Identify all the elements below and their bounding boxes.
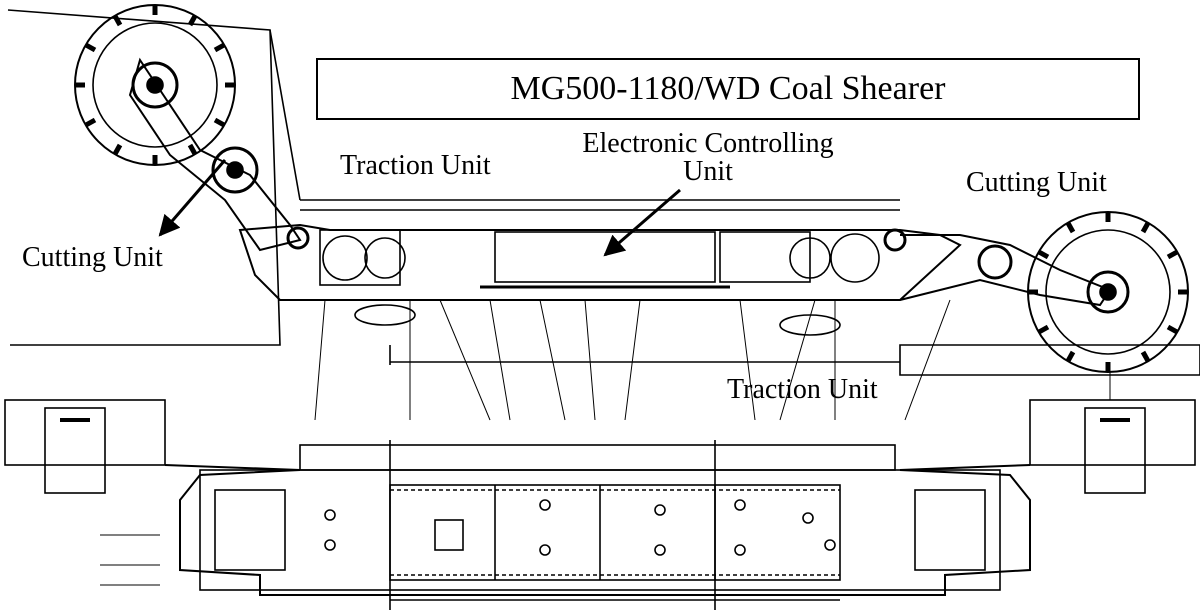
plan-bolts xyxy=(324,499,836,556)
plan-callouts xyxy=(100,534,160,586)
left-traction-wheel-2 xyxy=(364,237,406,279)
frame-left xyxy=(7,9,281,346)
right-drum-picks xyxy=(1028,212,1188,372)
left-ranging-arm xyxy=(128,57,302,252)
right-traction-wheel-1 xyxy=(789,237,831,279)
label-traction-unit-right: Traction Unit xyxy=(727,374,878,405)
diagram-title: MG500-1180/WD Coal Shearer xyxy=(510,70,946,107)
left-shoe xyxy=(354,304,416,326)
left-traction-wheel-1 xyxy=(322,235,368,281)
right-end-box xyxy=(1029,399,1196,466)
right-drum-hub xyxy=(1086,270,1130,314)
leader-lines xyxy=(314,299,1111,421)
right-traction-box xyxy=(719,231,811,283)
plan-right-block xyxy=(914,489,986,571)
title-box: MG500-1180/WD Coal Shearer xyxy=(316,58,1140,120)
label-traction-unit-left: Traction Unit xyxy=(340,150,491,181)
label-electronic-line2: Unit xyxy=(683,156,733,187)
right-shoe xyxy=(779,314,841,336)
right-drum-plan xyxy=(1084,407,1146,494)
label-electronic-controlling-unit: Electronic Controlling Unit xyxy=(548,130,868,186)
left-traction-box xyxy=(319,229,401,286)
left-drum-picks xyxy=(75,5,235,165)
label-cutting-unit-right: Cutting Unit xyxy=(966,167,1107,198)
main-body xyxy=(238,223,962,301)
plan-left-block xyxy=(214,489,286,571)
right-arm-pivot xyxy=(883,228,907,252)
plan-outline xyxy=(164,464,1031,596)
arrow-electronic-unit xyxy=(603,188,681,257)
left-end-box xyxy=(4,399,166,466)
right-arm-gear xyxy=(977,244,1013,280)
frame-right-box xyxy=(899,344,1200,376)
left-drum-plan xyxy=(44,407,106,494)
plan-component xyxy=(434,519,464,551)
electronic-unit-box xyxy=(494,231,716,283)
frame-diagonal xyxy=(269,29,301,201)
label-electronic-line1: Electronic Controlling xyxy=(582,128,834,159)
left-arm-gear xyxy=(211,146,259,194)
right-drum-inner xyxy=(1045,229,1171,355)
arrow-cutting-unit-left xyxy=(158,159,227,237)
plan-frame xyxy=(389,484,841,581)
right-traction-wheel-2 xyxy=(830,233,880,283)
left-drum-inner xyxy=(92,22,218,148)
plan-body xyxy=(199,469,1001,591)
right-drum-center xyxy=(1099,283,1117,301)
left-arm-gear-center xyxy=(226,161,244,179)
left-arm-pivot xyxy=(286,226,310,250)
label-cutting-unit-left: Cutting Unit xyxy=(22,242,163,273)
